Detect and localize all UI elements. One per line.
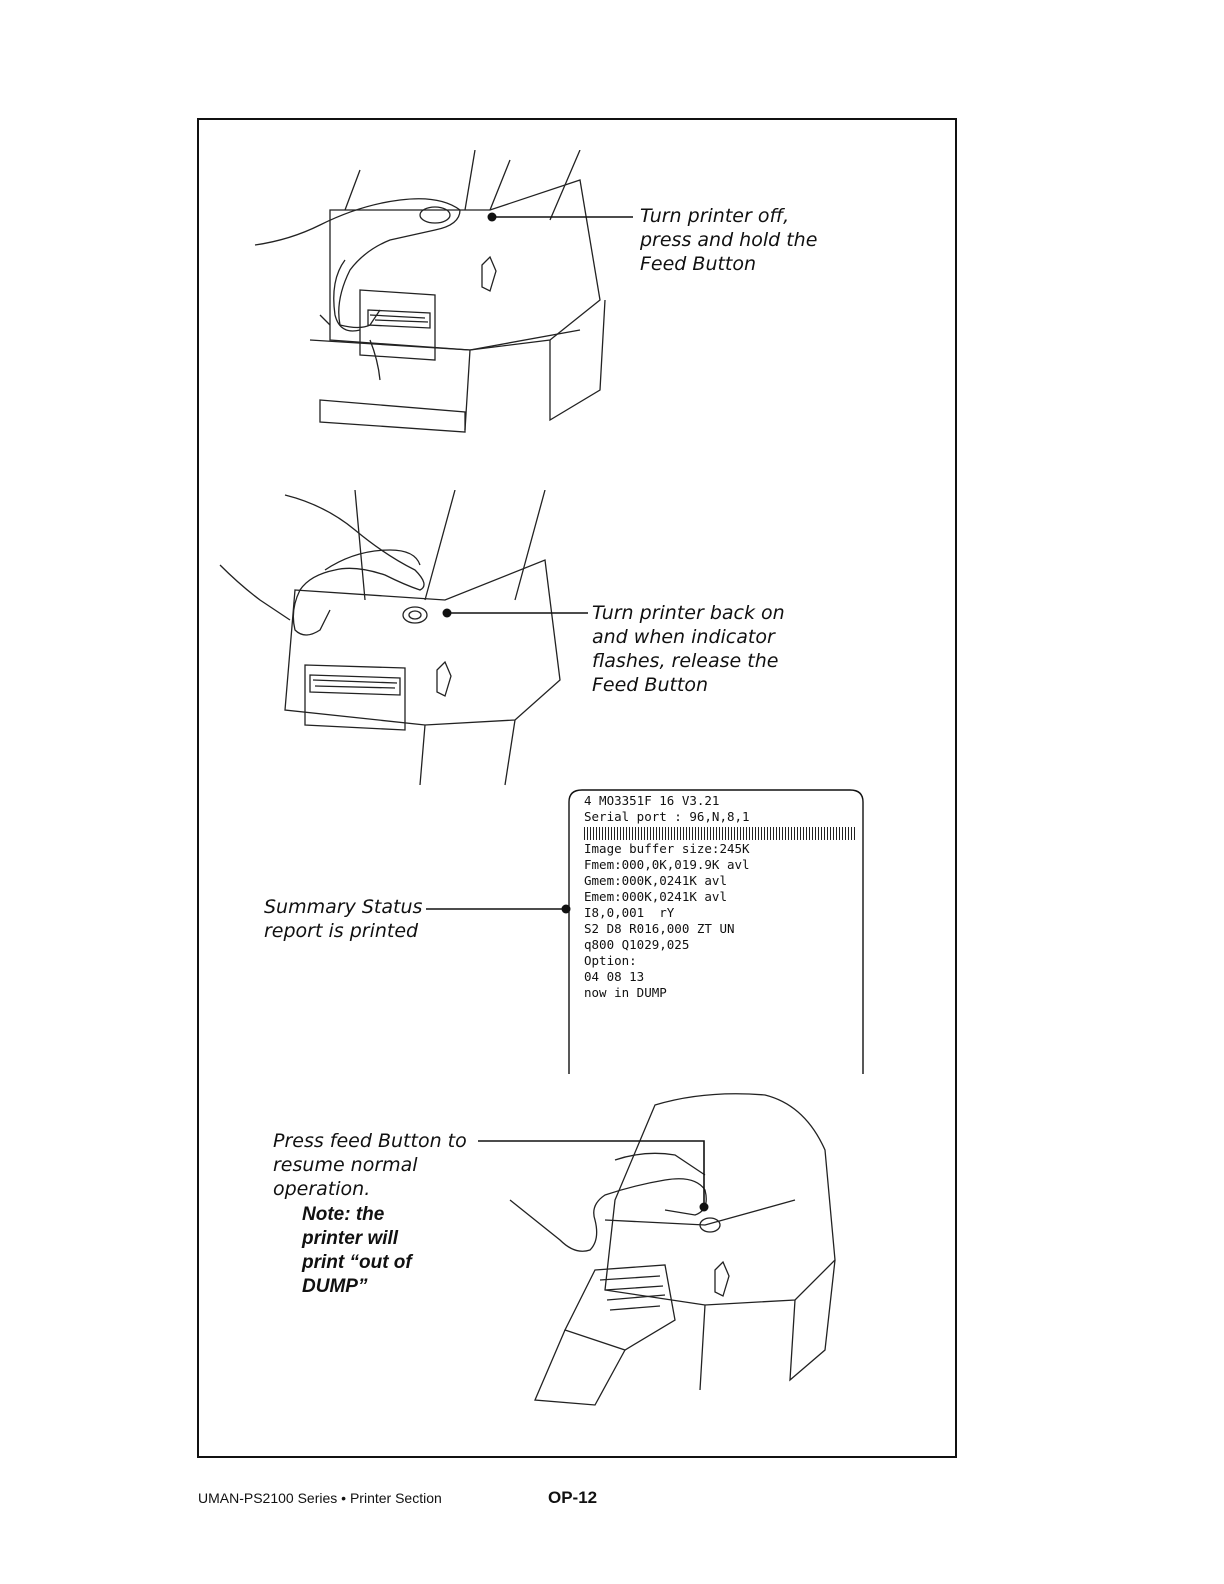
note-out-of-dump: Note: the printer will print “out of DUM… [302,1203,412,1299]
callout-step-2: Turn printer back on and when indicator … [592,601,785,697]
callout-line: Press feed Button to [273,1130,467,1152]
note-line: printer will [302,1228,399,1249]
callout-step-3: Summary Status report is printed [264,895,422,943]
callout-line: Summary Status [264,896,423,918]
report-line: 4 MO3351F 16 V3.21 [584,793,720,808]
footer-doc-label: UMAN-PS2100 Series • Printer Section [198,1490,442,1506]
report-line: Option: [584,953,637,968]
note-line: print “out of [302,1252,412,1273]
leader-line-step-1 [487,212,633,222]
page-number: OP-12 [548,1488,598,1507]
note-line: Note: the [302,1204,385,1225]
leader-line-step-3 [426,904,571,914]
barcode-strip [584,827,856,840]
report-line: q800 Q1029,025 [584,937,690,952]
callout-line: Turn printer back on [592,602,785,624]
report-line: Emem:000K,0241K avl [584,889,727,904]
callout-line: Feed Button [640,253,757,275]
status-report-printout: 4 MO3351F 16 V3.21 Serial port : 96,N,8,… [568,788,864,1074]
leader-line-step-2 [442,608,588,618]
callout-line: press and hold the [640,229,818,251]
callout-step-1: Turn printer off, press and hold the Fee… [640,204,817,276]
callout-line: report is printed [264,920,419,942]
printout-outline [568,789,864,1074]
callout-line: operation. [273,1178,371,1200]
report-line: I8,0,001 rY [584,905,675,920]
printer-hand-illustration-3 [509,1093,836,1406]
callout-line: flashes, release the [592,650,779,672]
report-line: Image buffer size:245K [584,841,750,856]
note-line: DUMP” [302,1276,368,1297]
leader-line-step-4 [478,1140,709,1212]
report-line: S2 D8 R016,000 ZT UN [584,921,735,936]
printer-hand-illustration-2 [219,490,561,786]
report-line: Gmem:000K,0241K avl [584,873,727,888]
callout-line: resume normal [273,1154,418,1176]
callout-line: and when indicator [592,626,775,648]
report-line: now in DUMP [584,985,667,1000]
report-line: 04 08 13 [584,969,645,984]
report-text: 4 MO3351F 16 V3.21 Serial port : 96,N,8,… [584,793,856,1001]
figure-frame [197,118,957,1458]
printer-hand-illustration-1 [254,150,606,433]
callout-line: Turn printer off, [640,205,790,227]
report-line: Serial port : 96,N,8,1 [584,809,750,824]
report-line: Fmem:000,0K,019.9K avl [584,857,750,872]
callout-line: Feed Button [592,674,709,696]
callout-step-4: Press feed Button to resume normal opera… [273,1129,467,1201]
